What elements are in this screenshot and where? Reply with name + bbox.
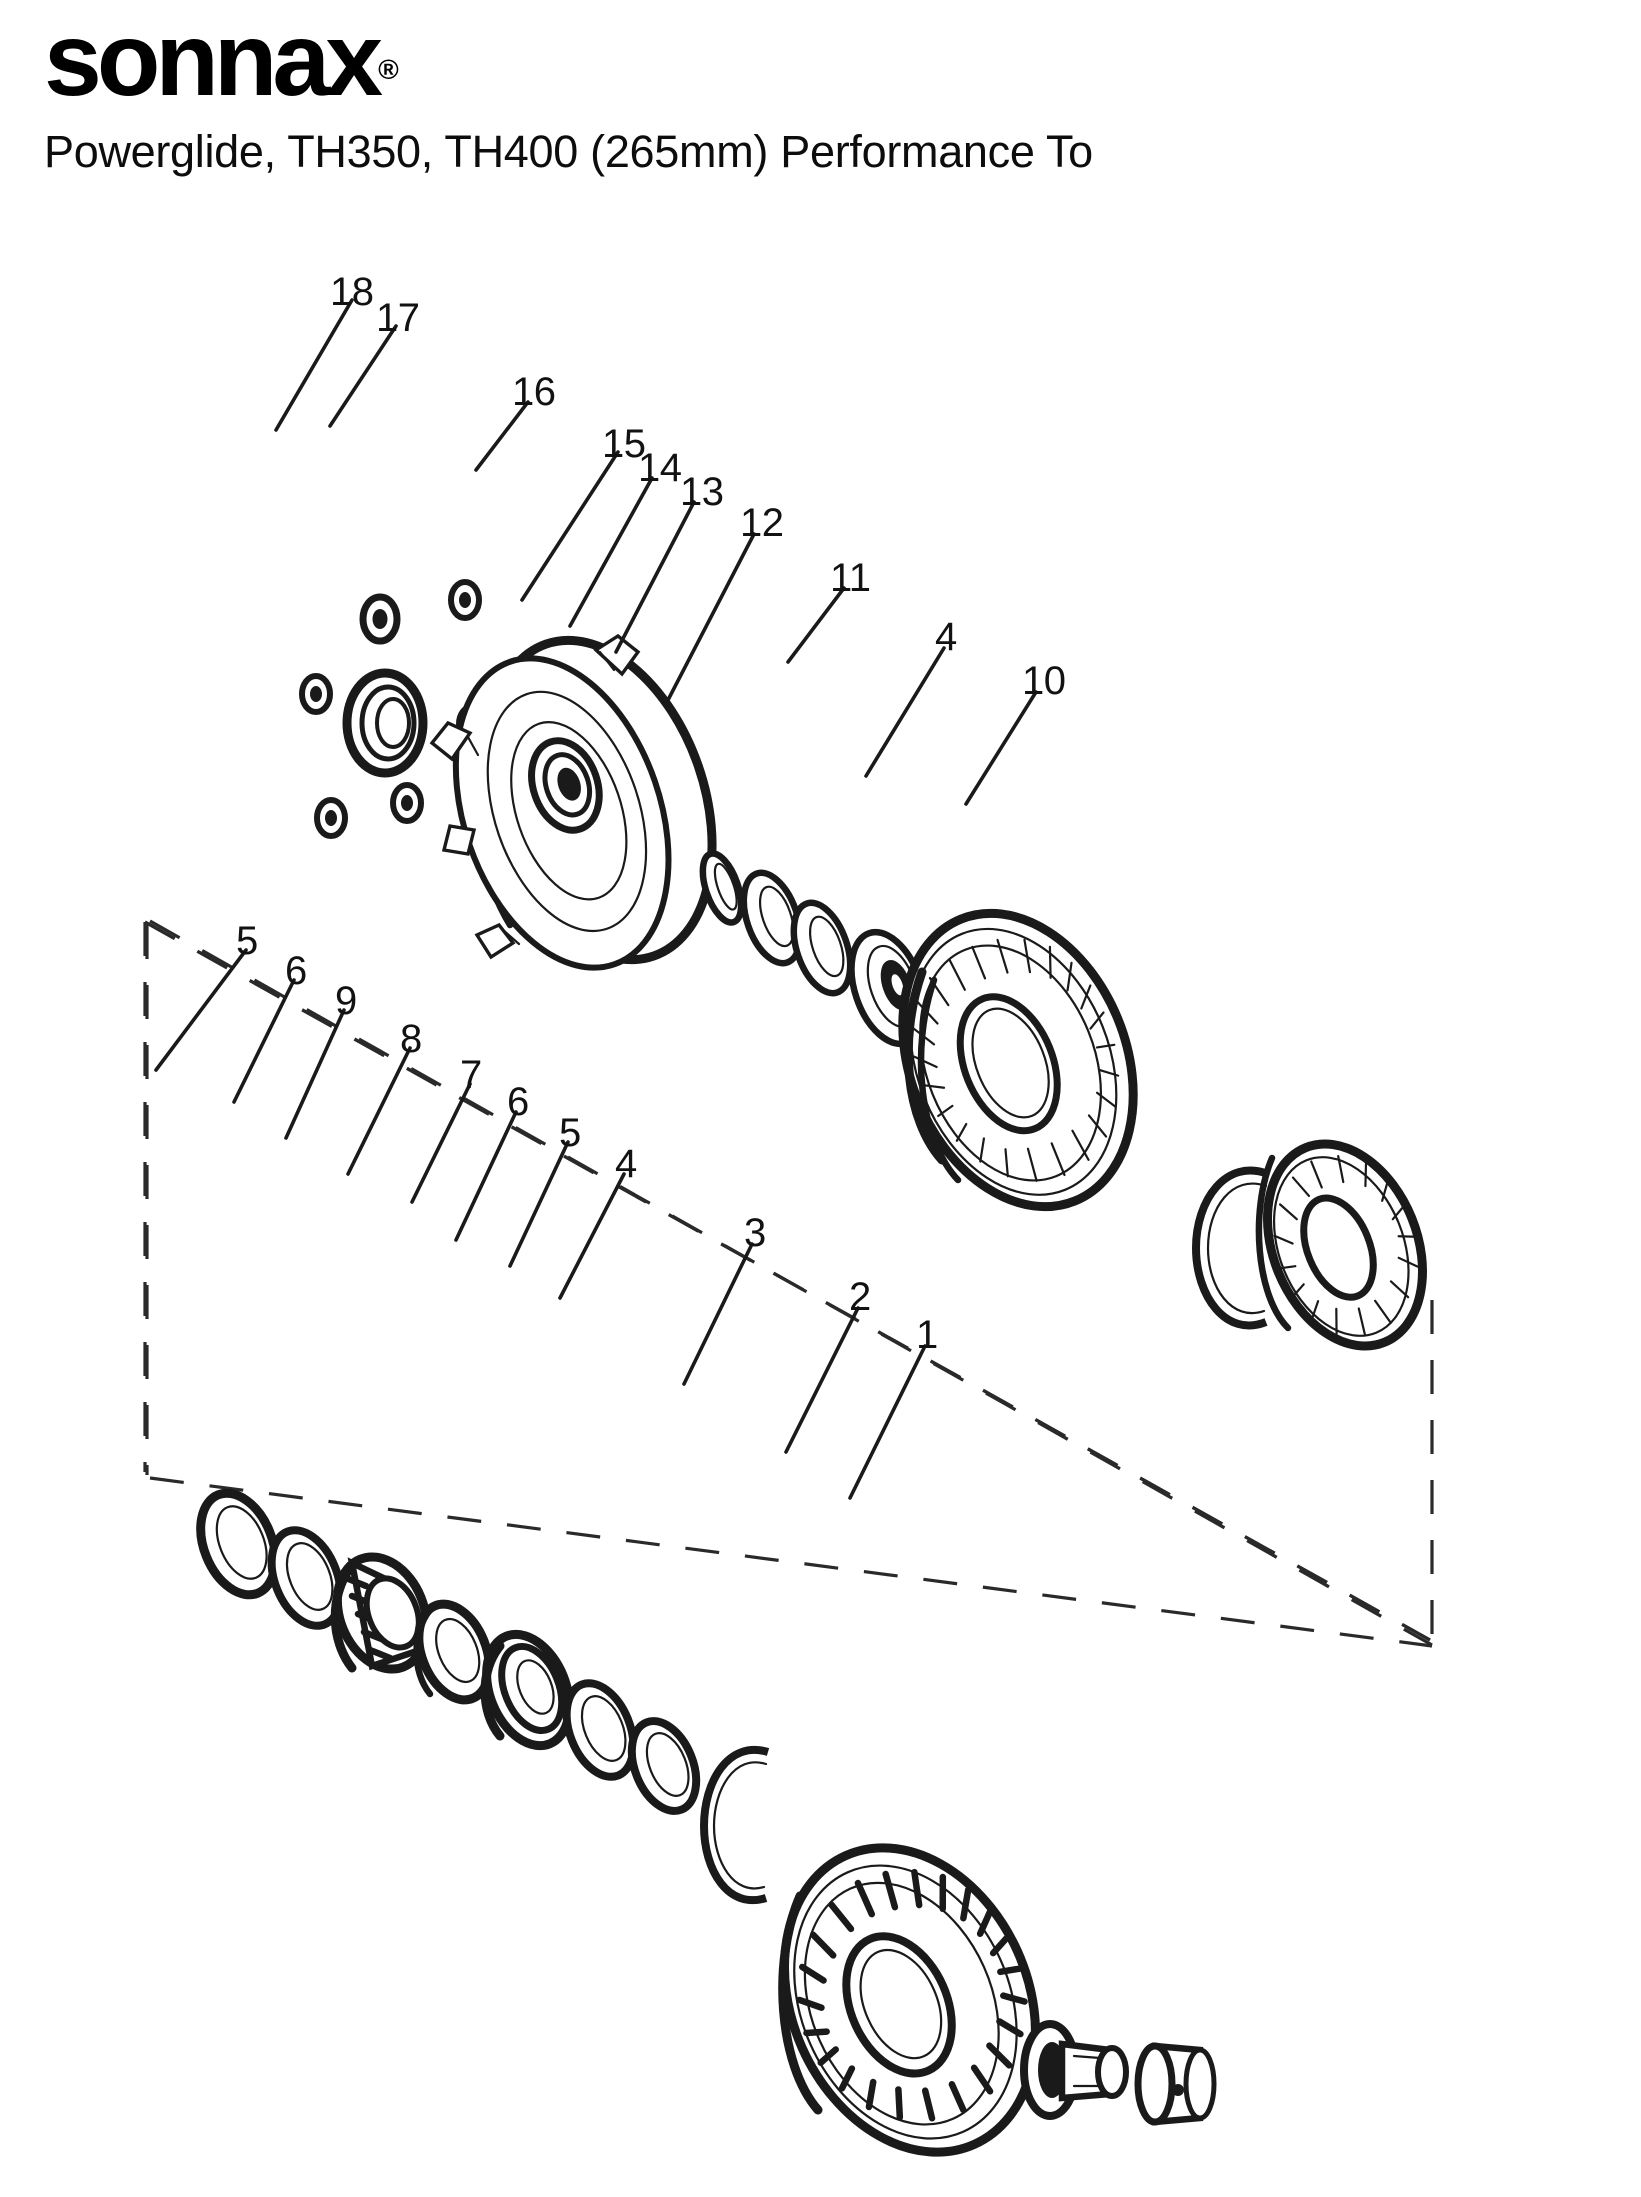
callout-8: 8 [400, 1017, 422, 1061]
callout-4-upper: 4 [935, 615, 957, 659]
callout-18: 18 [330, 270, 374, 314]
callout-16: 16 [512, 370, 556, 414]
callout-17: 17 [376, 296, 420, 340]
callout-10: 10 [1022, 659, 1066, 703]
callout-5-b: 5 [559, 1111, 581, 1155]
callout-1: 1 [916, 1313, 938, 1357]
callout-13: 13 [680, 470, 724, 514]
callout-5-a: 5 [236, 919, 258, 963]
callout-7: 7 [460, 1053, 482, 1097]
registered-trademark-icon: ® [378, 54, 399, 85]
callout-15: 15 [602, 422, 646, 466]
callout-6-a: 6 [285, 949, 307, 993]
callout-2: 2 [849, 1275, 871, 1319]
callout-12: 12 [740, 501, 784, 545]
callout-6-b: 6 [507, 1080, 529, 1124]
page-title: Powerglide, TH350, TH400 (265mm) Perform… [44, 126, 1093, 177]
callout-3: 3 [744, 1211, 766, 1255]
callout-9: 9 [335, 979, 357, 1023]
sonnax-logo: sonnax® [44, 8, 399, 112]
callout-11: 11 [830, 556, 871, 600]
callout-4-lower: 4 [615, 1142, 637, 1186]
callout-14: 14 [638, 446, 682, 490]
brand-wordmark: sonnax [44, 2, 383, 118]
